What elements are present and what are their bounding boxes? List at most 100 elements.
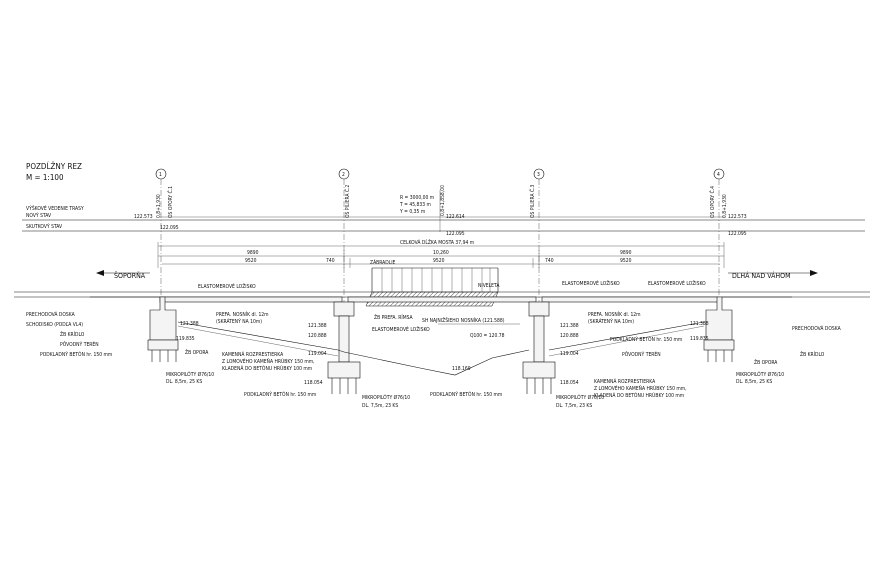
direction-left: ŠOPORŇA	[114, 271, 146, 280]
middle-span: 10,260	[433, 250, 449, 256]
dim-ticks	[157, 242, 725, 268]
micropiles-right-detail: DL. 8,5m, 25 KS	[736, 379, 772, 385]
deck-span-1	[159, 296, 343, 303]
axis-1: 1 OS OPORY Č.1 0,8+1,930	[155, 168, 174, 350]
bedding-concrete-left: PODKLADNÝ BETÓN hr. 150 mm	[40, 351, 112, 358]
micropiles-pier2-detail: DL. 7,5m, 23 KS	[362, 403, 398, 409]
niveleta-label: NIVELETA	[478, 283, 500, 289]
rock-fill-left-1: KAMENNÁ ROZPRESTIERKA	[222, 351, 284, 358]
elev-mid-new: 122.614	[446, 214, 465, 220]
right-slope-2	[548, 325, 705, 357]
transition-slab-right: PRECHODOVÁ DOSKA	[792, 325, 842, 332]
micropiles-left: MIKROPILÓTY Ø76/10	[166, 371, 214, 378]
elev-right-new: 122.573	[728, 214, 747, 220]
curve-ordinate: Y = 0,35 m	[400, 209, 425, 215]
curve-radius: R = 3000,00 m	[400, 195, 434, 201]
transition-slab-left: PRECHODOVÁ DOSKA	[26, 311, 76, 318]
direction-right: DLHÁ NAD VÁHOM	[732, 271, 791, 280]
micropiles-pier3-detail: DL. 7,5m, 23 KS	[556, 403, 592, 409]
direction-left-arrow	[96, 270, 150, 276]
abutment-1	[90, 296, 179, 362]
axis-1-number: 1	[159, 172, 162, 178]
original-terrain-left: PÔVODNÝ TERÉN	[60, 340, 99, 348]
level-118054-a: 118.054	[304, 380, 323, 386]
left-span-outer: 9890	[247, 250, 259, 256]
deck-span-2	[347, 296, 537, 303]
left-gap: 740	[326, 258, 335, 264]
level-121388-b: 121.388	[560, 323, 579, 329]
level-121388-right: 121.388	[690, 321, 709, 327]
wing-label-right: ŽB KRÍDLO	[800, 350, 825, 358]
level-120888-b: 120.888	[560, 333, 579, 339]
prefab-beam-right-2: (SKRÁTENÝ NA 10m)	[588, 318, 634, 325]
axis-1-label: OS OPORY Č.1	[167, 186, 174, 218]
bearing-label-left: ELASTOMEROVÉ LOŽISKO	[198, 282, 256, 290]
elev-left-new: 122.573	[134, 214, 153, 220]
railing-label: ZÁBRADLIE	[370, 259, 396, 266]
drawing-title: POZDĹŽNY REZ	[26, 160, 82, 171]
rock-fill-right-2: Z LOMOVÉHO KAMEŇA HRÚBKY 150 mm,	[594, 384, 687, 392]
railing	[371, 267, 499, 292]
level-121388-a: 121.388	[308, 323, 327, 329]
bearing-label-mid: ELASTOMEROVÉ LOŽISKO	[562, 279, 620, 287]
curve-tangent: T = 45,833 m	[399, 202, 431, 208]
left-slope-2	[177, 325, 339, 357]
rock-fill-left-3: KLADENÁ DO BETÓNU HRÚBKY 100 mm	[222, 365, 312, 372]
bedding-concrete-pier2: PODKLADNÝ BETÓN hr. 150 mm	[244, 391, 316, 398]
left-slope	[177, 321, 345, 353]
axis-3-label: OS PILIERA Č.3	[529, 184, 536, 218]
axis-2-number: 2	[342, 172, 345, 178]
bearing-label-center: ELASTOMEROVÉ LOŽISKO	[372, 325, 430, 333]
rock-fill-right-1: KAMENNÁ ROZPRESTIERKA	[594, 378, 656, 385]
axis-4-label: OS OPORY Č.4	[709, 186, 716, 218]
right-slope	[548, 321, 705, 351]
new-state-label: NOVÝ STAV	[26, 212, 52, 219]
prefab-beam-left: PREFA. NOSNÍK dl. 12m	[216, 311, 269, 318]
elev-right-existing: 122.095	[728, 231, 747, 237]
q100-label: Q100 = 120.78	[470, 333, 505, 339]
right-gap: 740	[545, 258, 554, 264]
level-120888-a: 120.888	[308, 333, 327, 339]
abutment-4	[703, 296, 792, 362]
direction-right-arrow	[728, 270, 818, 276]
micropiles-left-detail: DL. 8,5m, 25 KS	[166, 379, 202, 385]
micropiles-right: MIKROPILÓTY Ø76/10	[736, 371, 784, 378]
deck-span-3	[541, 296, 719, 303]
bearing-label-right: ELASTOMEROVÉ LOŽISKO	[648, 279, 706, 287]
abutment-label-left: ŽB OPORA	[185, 348, 209, 356]
axis-4-number: 4	[717, 172, 720, 178]
abutment-label-right: ŽB OPORA	[754, 358, 778, 366]
level-121388-left: 121.388	[180, 321, 199, 327]
existing-state-label: SKUTKOVÝ STAV	[26, 223, 63, 230]
original-terrain-right: PÔVODNÝ TERÉN	[622, 350, 661, 358]
axis-1-station: 0,8+1,930	[156, 194, 162, 218]
level-119835-left: 119.835	[176, 336, 195, 342]
alignment-label: VÝŠKOVÉ VEDENIE TRASY	[26, 204, 84, 212]
axis-4: 4 OS OPORY Č.4 0,8+1,930	[709, 168, 728, 350]
bedding-concrete-right: PODKLADNÝ BETÓN hr. 150 mm	[610, 336, 682, 343]
bedding-concrete-pier3: PODKLADNÝ BETÓN hr. 150 mm	[430, 391, 502, 398]
micropiles-pier2: MIKROPILÓTY Ø76/10	[362, 394, 410, 401]
level-119835-right: 119.835	[690, 336, 709, 342]
right-span-inner: 9520	[620, 258, 632, 264]
level-118054-b: 118.054	[560, 380, 579, 386]
right-span-outer: 9890	[620, 250, 632, 256]
axis-3-number: 3	[537, 172, 540, 178]
rock-fill-right-3: KLADENÁ DO BETÓNU HRÚBKY 100 mm	[594, 392, 684, 399]
prefab-beam-right: PREFA. NOSNÍK dl. 12m	[588, 311, 641, 318]
elev-mid-existing: 122.095	[446, 231, 465, 237]
level-119004-b: 119.004	[560, 351, 579, 357]
micropiles-pier3: MIKROPILÓTY Ø76/10	[556, 394, 604, 401]
elev-left-existing: 122.095	[160, 225, 179, 231]
drawing-scale: M = 1:100	[26, 173, 64, 182]
rock-fill-left-2: Z LOMOVÉHO KAMEŇA HRÚBKY 150 mm,	[222, 357, 315, 365]
cornice-label: ŽB PREFA. RÍMSA	[374, 313, 414, 321]
riverbed	[343, 349, 530, 376]
prefab-beam-left-2: (SKRÁTENÝ NA 10m)	[216, 318, 262, 325]
curve-station: 0,8+1,858,00	[440, 185, 446, 216]
axis-4-station: 0,8+1,930	[722, 194, 728, 218]
middle-inner: 9520	[433, 258, 445, 264]
stairs-label: SCHODISKO (PODĽA VL4)	[26, 322, 83, 328]
pier-2	[327, 301, 361, 394]
